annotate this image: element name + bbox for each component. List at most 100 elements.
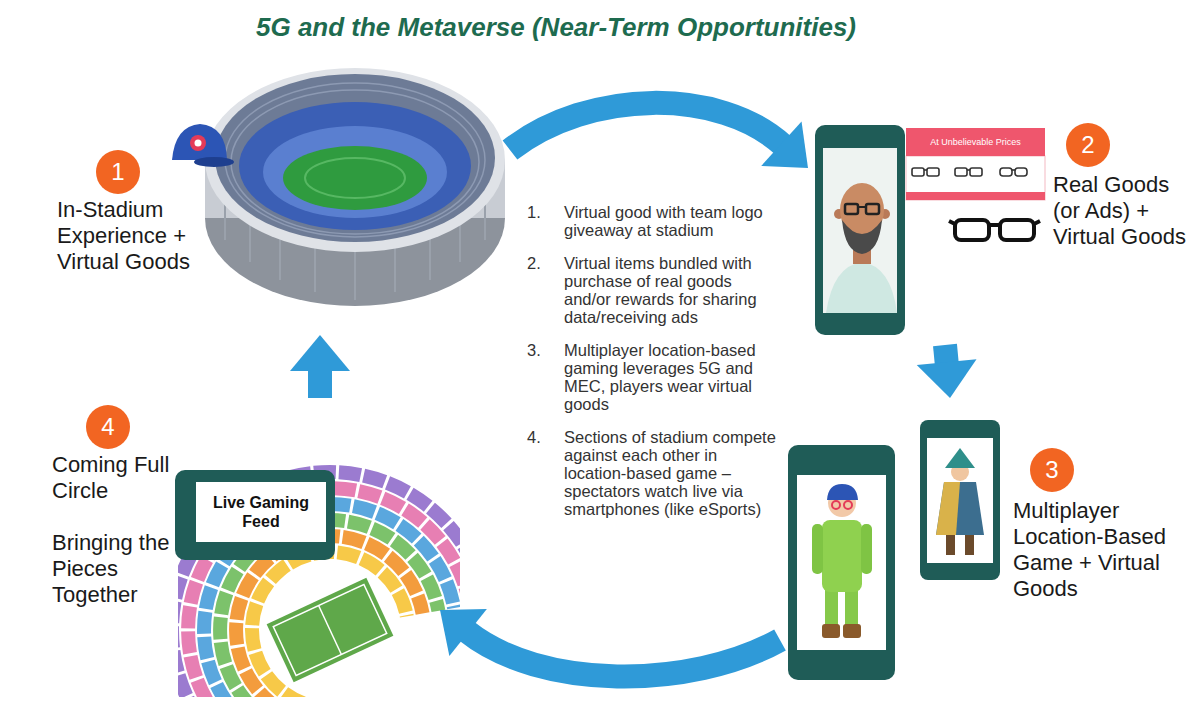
screen-box: Live Gaming Feed: [196, 482, 326, 542]
ad-glasses-illustration-part: [906, 192, 1045, 200]
phone-illustration-part: [858, 206, 866, 208]
team-cap-icon-part: [172, 124, 227, 160]
stadium-illustration-part: [225, 83, 485, 237]
stage-label: Multiplayer Location-Based Game + Virtua…: [1013, 498, 1193, 602]
ad-glasses-illustration-part: [949, 220, 1040, 240]
phone-illustration-part: [175, 470, 335, 560]
phone-avatar-illustration-part: [822, 624, 840, 638]
ad-banner: At Unbelievable Prices: [906, 128, 1045, 156]
box-text: Live Gaming Feed: [196, 493, 326, 531]
list-text: Sections of stadium compete against each…: [564, 428, 776, 518]
phone-avatar-illustration-part: [946, 535, 955, 555]
ad-glasses-illustration-part-part: [955, 220, 989, 240]
phone-avatar-illustration-part: [827, 484, 858, 500]
callout-number: 1: [96, 150, 140, 194]
ad-glasses-illustration-part-part: [927, 168, 939, 176]
phone-illustration-part: [842, 220, 882, 254]
callout-number: 4: [86, 405, 130, 449]
team-cap-icon-part: [194, 157, 234, 167]
ad-glasses-illustration: [906, 156, 1045, 240]
seating-chart-illustration-part-part: [236, 536, 423, 697]
stadium-illustration-part: [283, 146, 427, 210]
team-cap-icon-part: [190, 135, 206, 151]
stadium-illustration-part-part: [231, 90, 479, 234]
phone-illustration: [175, 470, 335, 560]
ad-glasses-illustration-part-part: [1000, 220, 1034, 240]
team-cap-icon: [172, 124, 234, 167]
phone-avatar-illustration-part: [788, 445, 895, 680]
stadium-illustration-part-part: [225, 83, 485, 237]
stage-label: Real Goods (or Ads) + Virtual Goods: [1053, 172, 1188, 250]
list-item: 1.Virtual good with team logo giveaway a…: [527, 203, 782, 239]
stage-group: 2Real Goods (or Ads) + Virtual GoodsAt U…: [808, 112, 1195, 345]
arrow-head: [290, 335, 350, 371]
list-number: 1.: [527, 203, 564, 239]
stadium-illustration-part: [239, 102, 471, 230]
phone-illustration-part: [845, 204, 858, 214]
seating-chart-illustration-part: [267, 578, 394, 682]
ad-glasses-illustration-part-part: [924, 169, 927, 171]
phone-avatar-illustration-part: [927, 438, 993, 563]
phone-avatar-illustration-part: [965, 535, 974, 555]
seating-chart-illustration-part-part: [252, 552, 407, 697]
seating-chart-illustration-part-part: [273, 584, 386, 675]
phone-avatar-illustration-part: [861, 524, 872, 574]
arrow-band: [467, 631, 780, 676]
phone-avatar-illustration-part: [844, 501, 852, 509]
ad-glasses-illustration-part-part: [989, 223, 1000, 227]
stadium-illustration: [205, 68, 505, 306]
stadium-illustration-part: [205, 68, 505, 252]
stage-group: 1In-Stadium Experience + Virtual Goods: [50, 45, 510, 335]
phone-avatar-illustration-part: [832, 501, 840, 509]
phone-avatar-illustration: [788, 445, 895, 680]
ad-glasses-illustration-part: [912, 168, 1027, 176]
ad-glasses-illustration-part-part: [1000, 168, 1012, 176]
stadium-illustration-part: [215, 74, 495, 242]
phone-illustration-part: [823, 148, 897, 313]
cycle-arrow: [510, 103, 808, 168]
seating-chart-illustration-part-part: [178, 472, 460, 697]
ad-glasses-illustration-part-part: [949, 221, 955, 224]
seating-chart-illustration: [178, 472, 460, 697]
ad-glasses-illustration-part-part: [1012, 169, 1015, 171]
phone-avatar-illustration: [920, 420, 1000, 580]
seating-chart-illustration-part-part: [267, 578, 394, 682]
list-text: Virtual items bundled with purchase of r…: [564, 254, 776, 326]
list-number: 4.: [527, 428, 564, 518]
phone-avatar-illustration-part: [812, 524, 823, 574]
phone-avatar-illustration-part: [936, 482, 984, 535]
arrow-head: [440, 609, 487, 656]
list-text: Virtual good with team logo giveaway at …: [564, 203, 776, 239]
phone-avatar-illustration-part: [797, 475, 886, 650]
stadium-illustration-part: [305, 158, 405, 198]
ad-glasses-illustration-part: [906, 156, 1045, 200]
phone-avatar-illustration-part: [845, 588, 858, 628]
phone-avatar-illustration-part: [936, 482, 960, 535]
ad-glasses-illustration-part-part: [912, 168, 924, 176]
callout-number: 3: [1030, 448, 1074, 492]
ad-glasses-illustration-part-part: [1034, 221, 1040, 224]
diagram-title: 5G and the Metaverse (Near-Term Opportun…: [0, 12, 1112, 43]
cycle-arrow: [290, 335, 350, 398]
cycle-arrow: [440, 609, 780, 676]
list-item: 3.Multiplayer location-based gaming leve…: [527, 341, 782, 413]
phone-avatar-illustration-part: [920, 420, 1000, 580]
arrow-head: [917, 359, 977, 398]
phone-illustration: [815, 125, 905, 335]
list-item: 2.Virtual items bundled with purchase of…: [527, 254, 782, 326]
stage-label: Bringing the Pieces Together: [52, 530, 170, 608]
list-number: 2.: [527, 254, 564, 326]
seating-chart-illustration-part-part: [319, 606, 342, 655]
team-cap-icon-part: [195, 140, 202, 147]
arrow-band: [510, 103, 783, 150]
phone-avatar-illustration-part: [822, 520, 862, 592]
ad-glasses-illustration-part-part: [967, 169, 970, 171]
phone-illustration-part: [866, 204, 879, 214]
phone-avatar-illustration-part: [945, 448, 975, 468]
arrow-band: [308, 369, 332, 398]
cycle-arrow: [917, 345, 977, 398]
arrow-head: [761, 122, 808, 168]
list-number: 3.: [527, 341, 564, 413]
ad-glasses-illustration-part-part: [1015, 168, 1027, 176]
